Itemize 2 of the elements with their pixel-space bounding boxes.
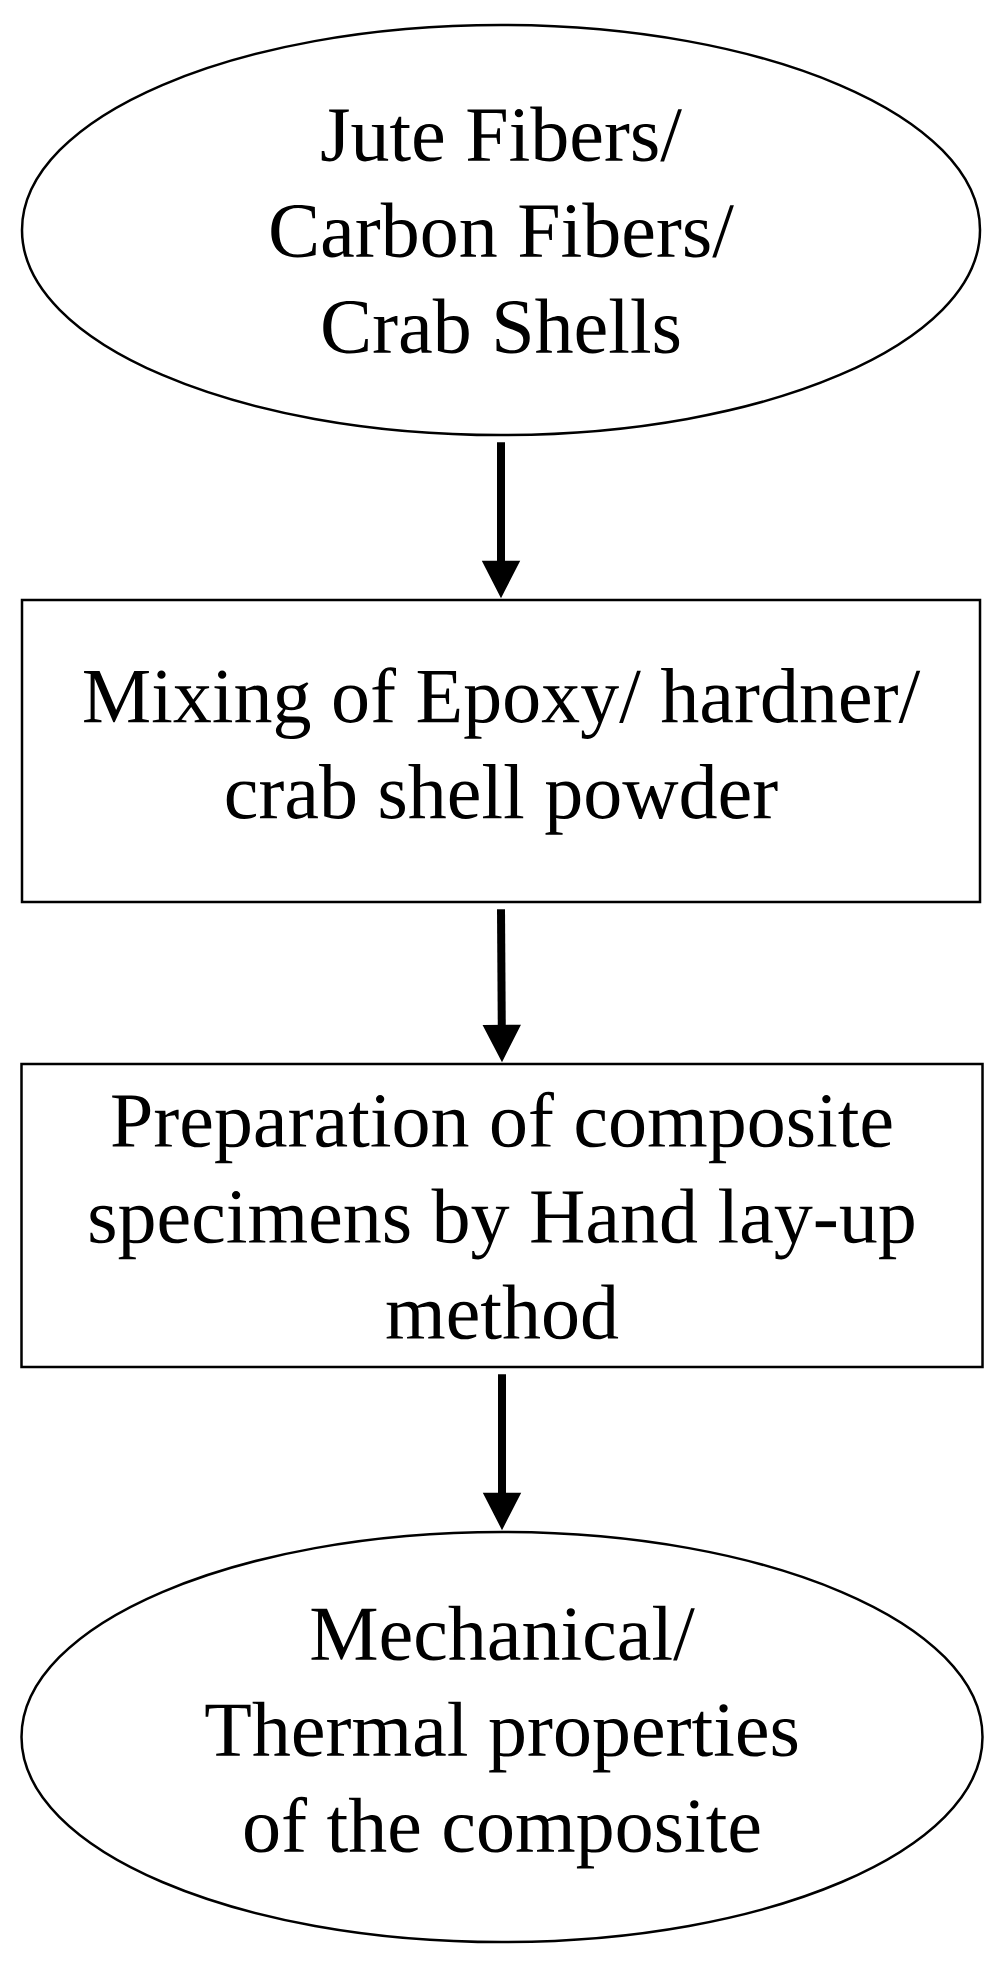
process-box: Mixing of Epoxy/ hardner/ crab shell powder (20, 598, 982, 904)
process-box: Preparation of composite specimens by Hand lay-up method (20, 1062, 984, 1369)
